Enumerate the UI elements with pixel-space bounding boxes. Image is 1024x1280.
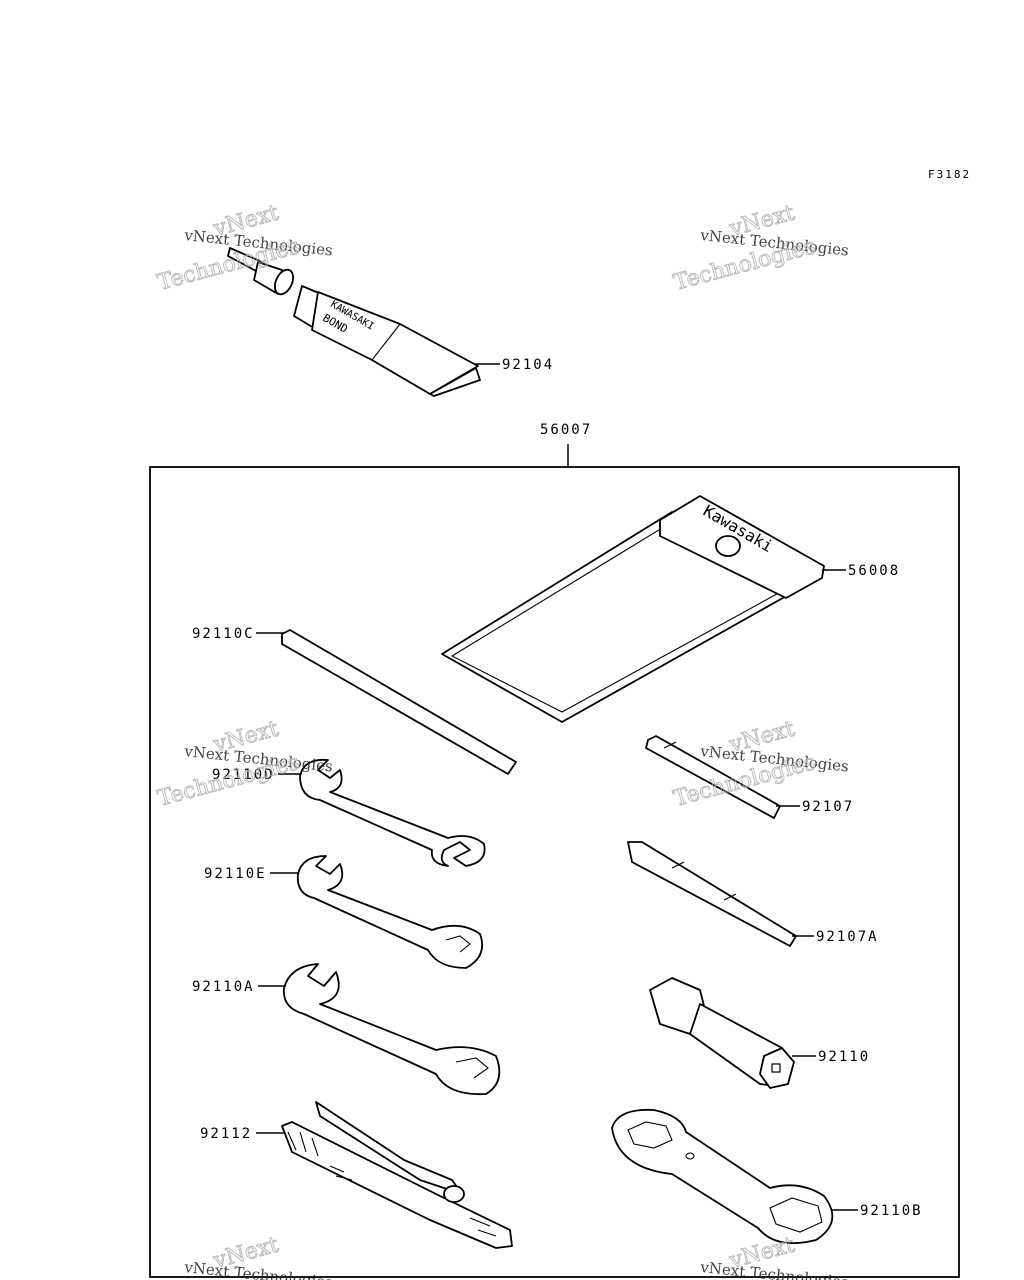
socket-92110-drawing [649,977,795,1089]
wrench-92110e-drawing [296,855,484,969]
label-92107: 92107 [802,799,854,815]
screwdriver-bit-92107-drawing [645,735,781,819]
tool-bag-drawing: Kawasaki [441,495,825,723]
bond-tube-drawing: KAWASAKI BOND [227,247,481,397]
wrench-92110a-drawing [282,963,501,1096]
label-56007: 56007 [540,422,592,438]
wrench-92110d-drawing [299,758,486,867]
ring-spanner-92110b-drawing [611,1108,834,1245]
tool-kit-frame [149,466,960,1278]
label-92110e: 92110E [204,866,267,882]
figure-reference: F3182 [928,168,971,181]
label-92110b: 92110B [860,1203,923,1219]
pliers-92112-drawing [281,1101,513,1249]
bar-92110c-drawing [281,629,517,775]
label-56008: 56008 [848,563,900,579]
label-92110: 92110 [818,1049,870,1065]
label-92107a: 92107A [816,929,879,945]
label-92110d: 92110D [212,767,275,783]
label-92112: 92112 [200,1126,252,1142]
screwdriver-92107a-drawing [627,841,797,947]
label-92110c: 92110C [192,626,255,642]
label-92104: 92104 [502,357,554,373]
label-92110a: 92110A [192,979,255,995]
